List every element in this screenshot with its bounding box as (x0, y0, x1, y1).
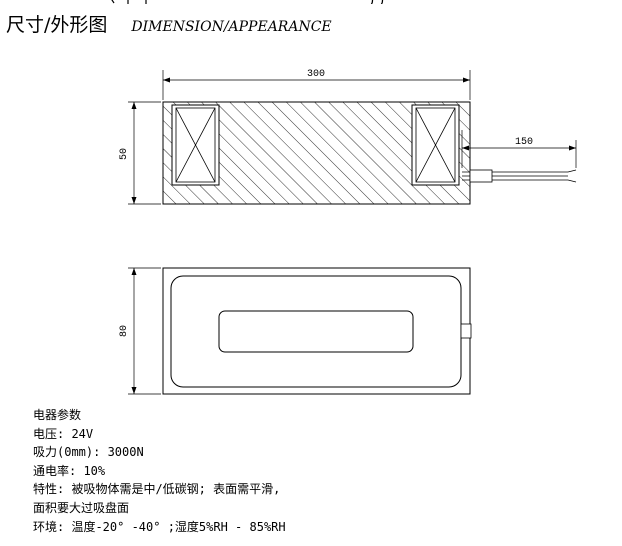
magnet-top-outline (162, 267, 471, 395)
title-english: DIMENSION/APPEARANCE (131, 19, 332, 35)
cable-length-label: 150 (515, 137, 533, 148)
electrical-specs: 电器参数 电压: 24V 吸力(0mm): 3000N 通电率: 10% 特性:… (33, 406, 593, 536)
dimension-height: 50 (119, 101, 161, 205)
top-view (162, 267, 472, 395)
dimension-width: 80 (119, 267, 161, 395)
spec-characteristics: 特性: 被吸物体需是中/低碳钢; 表面需平滑, (33, 482, 281, 497)
dimension-length: 300 (162, 69, 471, 100)
cable-leads (462, 169, 577, 183)
spec-holding-force: 吸力(0mm): 3000N (33, 445, 144, 460)
cable-exit-notch (460, 323, 472, 339)
spec-environment: 环境: 温度-20° -40° ;湿度5%RH - 85%RH (33, 519, 286, 534)
height-label: 50 (119, 148, 130, 160)
width-label: 80 (119, 325, 130, 337)
side-view-section (162, 101, 577, 205)
magnet-face-center-pole (218, 310, 414, 353)
title-chinese: 尺寸/外形图 (6, 14, 108, 36)
page-heading: 尺寸/外形图 DIMENSION/APPEARANCE (6, 10, 332, 36)
technical-drawing: 300 50 150 80 (119, 69, 577, 395)
spec-duty-cycle: 通电率: 10% (33, 463, 106, 478)
dimension-cable: 150 (461, 130, 577, 168)
spec-characteristics-cont: 面积要大过吸盘面 (33, 500, 130, 515)
spec-voltage: 电压: 24V (33, 426, 94, 441)
length-label: 300 (307, 69, 325, 80)
specs-heading: 电器参数 (33, 408, 82, 422)
cropped-top-text-fragment (100, 0, 385, 4)
